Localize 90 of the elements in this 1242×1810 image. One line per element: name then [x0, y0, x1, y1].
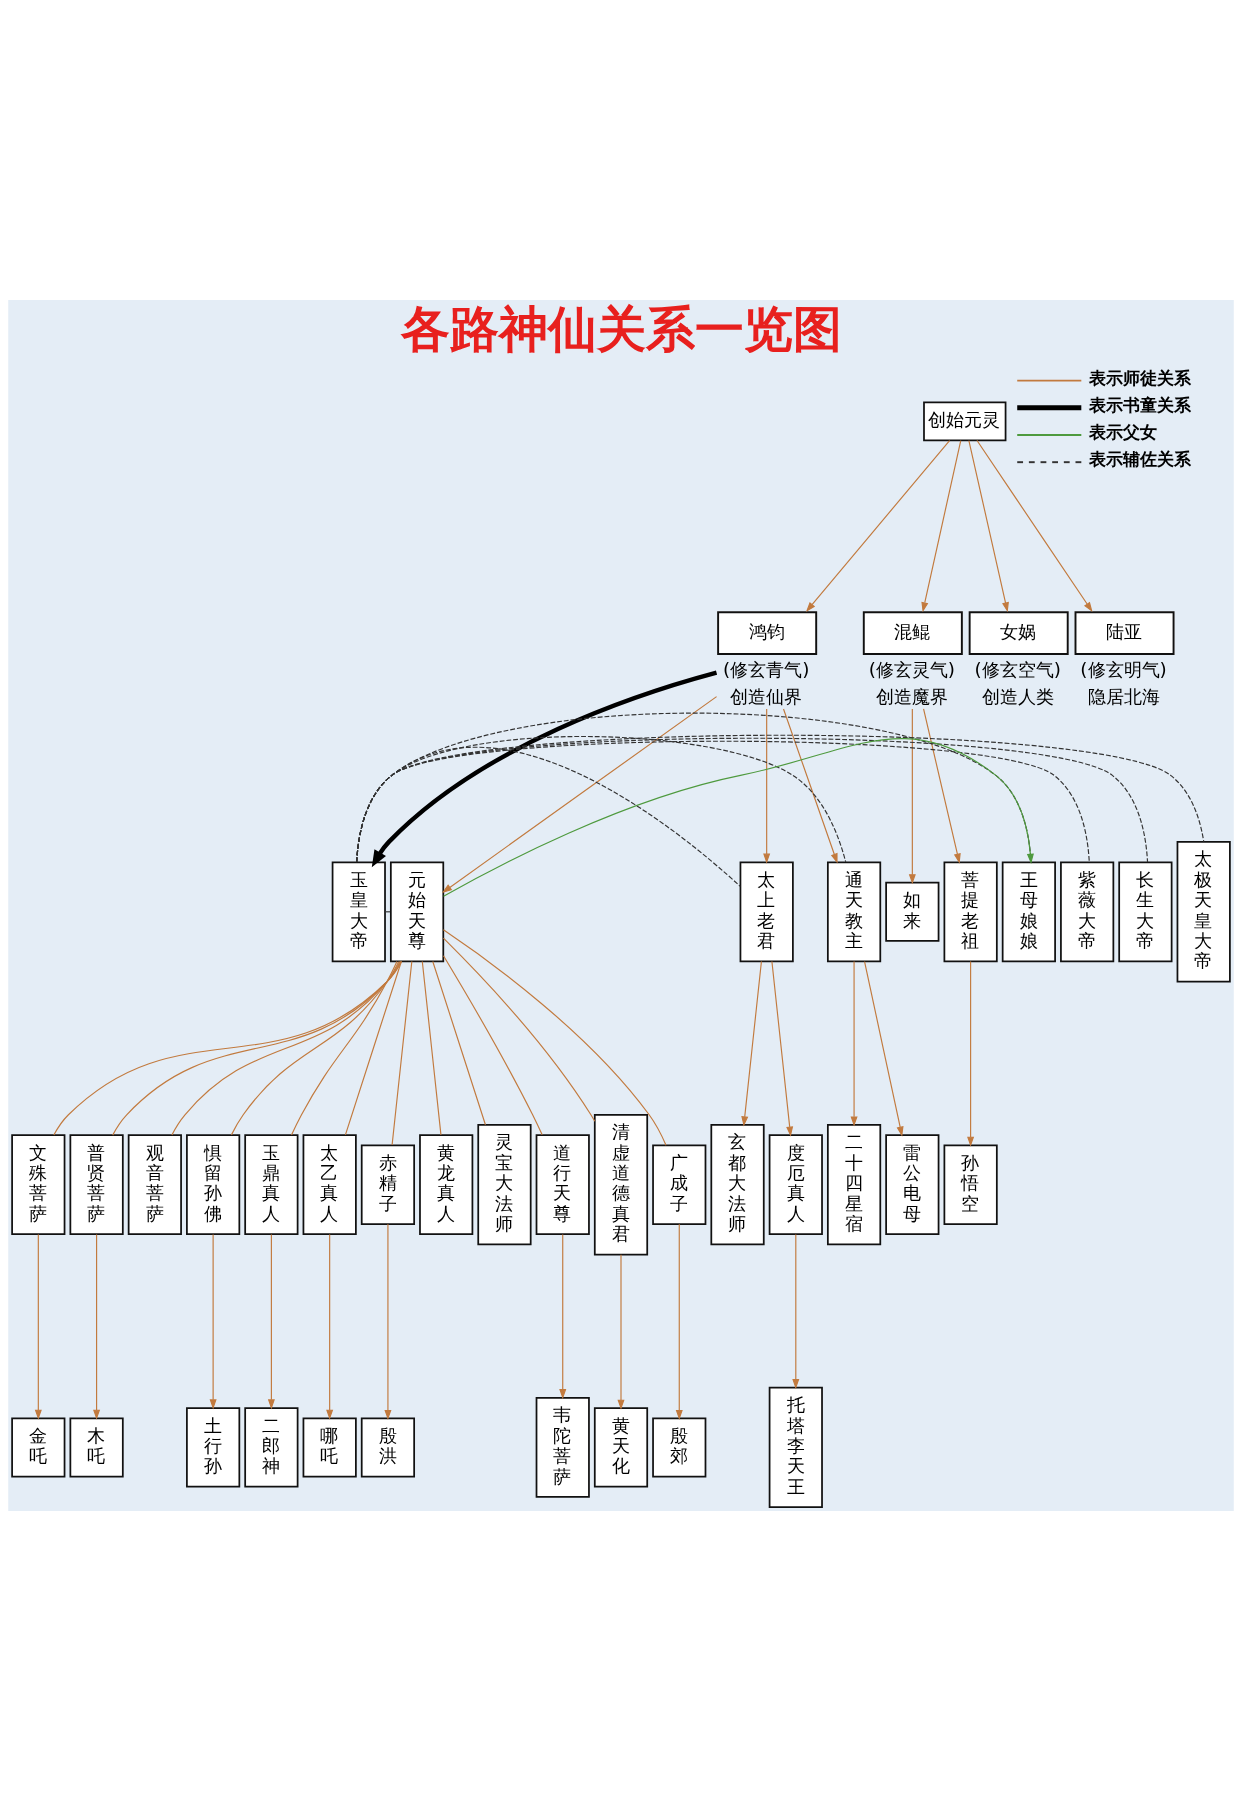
node-box: 黄龙真人 [419, 1133, 474, 1235]
arrow [384, 1223, 392, 1420]
node-label: (修玄青气) [722, 658, 810, 680]
node-box: 清虚道德真君 [593, 1113, 649, 1255]
node-box: 文殊菩萨 [11, 1133, 66, 1235]
node-box: 太极天皇大帝 [1176, 840, 1231, 983]
arrow [34, 1233, 42, 1420]
node-box: 金吒 [11, 1416, 66, 1477]
arrow [617, 1253, 625, 1410]
legend-label: 表示父女 [1089, 421, 1158, 442]
node-box: 赤精子 [360, 1144, 416, 1225]
node-box: 惧留孙佛 [186, 1133, 241, 1235]
arrow [209, 1233, 217, 1409]
node-box: 通天教主 [826, 860, 882, 962]
node-box: 广成子 [652, 1144, 707, 1225]
node-box: 观音菩萨 [127, 1133, 182, 1235]
arrow [792, 1233, 800, 1389]
node-label: 隐居北海 [1087, 685, 1160, 707]
arrow [675, 1223, 683, 1420]
node-box: 雷公电母 [885, 1133, 940, 1235]
node-label: 创造魔界 [875, 685, 948, 707]
node-box: 殷洪 [360, 1416, 416, 1477]
node-box: 土行孙 [186, 1406, 241, 1488]
connector [391, 960, 413, 1146]
node-box: 二郎神 [244, 1406, 299, 1488]
arrow [93, 1233, 101, 1420]
node-box: 度厄真人 [768, 1133, 823, 1235]
arrow [908, 707, 916, 884]
arrow [921, 439, 962, 612]
connector [432, 960, 487, 1125]
connector [442, 954, 543, 1135]
node-box: 玉皇大帝 [331, 860, 386, 962]
arrow [968, 439, 1009, 612]
node-label: 创造仙界 [730, 685, 803, 707]
arrow [863, 960, 904, 1137]
node-label: (修玄明气) [1080, 658, 1167, 680]
node-box: 长生大帝 [1118, 860, 1173, 962]
node-box: 太乙真人 [302, 1133, 357, 1235]
legend-label: 表示师徒关系 [1089, 367, 1192, 388]
arrow [782, 707, 838, 864]
node-box: 普贤菩萨 [69, 1133, 124, 1235]
node-box: 如来 [885, 881, 940, 942]
connector [290, 960, 398, 1136]
node-box: 太上老君 [739, 860, 794, 962]
node-box: 托塔李天王 [768, 1386, 823, 1508]
legend-label: 表示书童关系 [1089, 394, 1192, 415]
connector [112, 960, 402, 1136]
arrow [267, 1233, 275, 1409]
node-label: (修玄空气) [974, 658, 1061, 680]
diagram-title: 各路神仙关系一览图 [401, 300, 843, 357]
arrow [559, 1233, 567, 1399]
arrow [741, 960, 762, 1126]
node-box: 孙悟空 [943, 1144, 998, 1225]
node-label: 创造人类 [981, 685, 1054, 707]
node-box: 哪吒 [302, 1416, 357, 1477]
node-box: 创始元灵 [923, 401, 1007, 441]
arrow [850, 960, 858, 1126]
arrow [326, 1233, 334, 1420]
node-box: 元始天尊 [389, 860, 445, 962]
connector [384, 910, 392, 912]
arrow [442, 737, 1034, 897]
connector [344, 960, 402, 1135]
node-box: 木吒 [69, 1416, 124, 1477]
arrow [771, 960, 794, 1137]
node-box: 灵宝大法师 [477, 1123, 532, 1245]
node-box: 紫薇大帝 [1060, 860, 1115, 962]
node-box: 王母娘娘 [1001, 860, 1056, 962]
node-box: 殷郊 [652, 1416, 707, 1477]
node-box: 玄都大法师 [710, 1123, 765, 1245]
arrow [967, 960, 975, 1147]
connector [442, 937, 596, 1122]
arrow [805, 439, 951, 612]
arrow [923, 707, 961, 864]
node-label: (修玄灵气) [868, 658, 956, 680]
arrow [763, 707, 771, 864]
connector [421, 960, 442, 1135]
node-box: 韦陀菩萨 [535, 1396, 590, 1498]
connector [230, 960, 400, 1135]
node-box: 玉鼎真人 [244, 1133, 299, 1235]
node-box: 黄天化 [593, 1406, 649, 1488]
arrow [371, 670, 718, 867]
connector [53, 960, 403, 1136]
arrow [441, 695, 718, 893]
node-box: 二十四星宿 [826, 1123, 882, 1245]
connector [442, 928, 667, 1146]
connector [171, 960, 401, 1135]
node-box: 菩提老祖 [943, 860, 998, 962]
arrow [976, 439, 1093, 612]
legend-label: 表示辅佐关系 [1089, 448, 1192, 469]
node-box: 道行天尊 [535, 1133, 590, 1235]
